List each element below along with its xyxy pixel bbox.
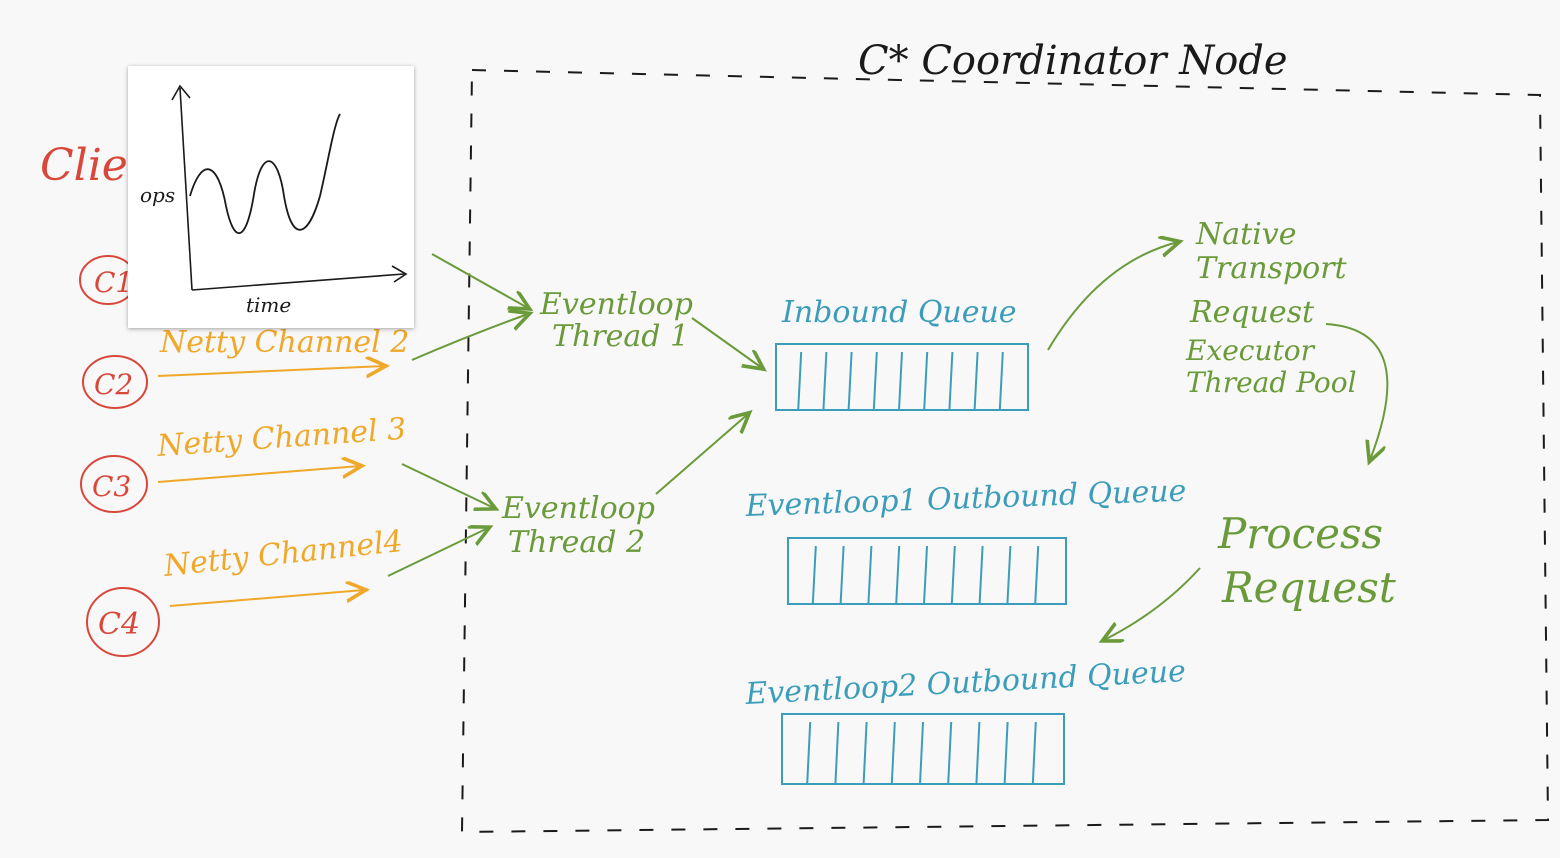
inbound-queue-slot xyxy=(847,351,853,411)
coordinator-title: C* Coordinator Node xyxy=(858,38,1288,84)
inset-ops-curve xyxy=(189,113,341,235)
outbound-queue-2-frame xyxy=(781,713,1065,785)
inbound-queue-slot xyxy=(898,351,903,411)
inset-x-axis xyxy=(191,273,405,291)
outbound-queue-1-slot xyxy=(839,545,845,605)
outbound-queue-2 xyxy=(781,713,1065,785)
client-c3-label: C3 xyxy=(92,470,131,503)
inset-chart-svg: ops time xyxy=(140,84,408,317)
outbound-queue-2-slot xyxy=(947,721,953,785)
process-line-2: Request xyxy=(1221,563,1396,612)
eventloop-2-line2: Thread 2 xyxy=(508,525,645,560)
inset-ylabel: ops xyxy=(140,183,175,207)
arrow-c3-to-eventloop2 xyxy=(401,463,494,508)
client-c1: C1 xyxy=(79,255,137,305)
inbound-queue-slot xyxy=(797,351,803,411)
inset-ops-chart: ops time xyxy=(128,66,414,328)
channel-4-label: Netty Channel4 xyxy=(161,524,404,584)
outbound-queue-1 xyxy=(787,537,1067,605)
client-c4: C4 xyxy=(86,587,160,657)
channel-2-arrow xyxy=(157,366,384,376)
coordinator-boundary xyxy=(460,68,1550,834)
arrow-executor-to-process xyxy=(1325,323,1389,460)
outbound-queue-2-slot xyxy=(1003,721,1009,785)
inbound-queue-label: Inbound Queue xyxy=(781,295,1017,330)
channel-3-label: Netty Channel 3 xyxy=(155,412,407,464)
client-c3: C3 xyxy=(80,455,148,513)
channel-2-label: Netty Channel 2 xyxy=(159,325,409,360)
executor-line-3: Request xyxy=(1189,295,1315,330)
outbound-queue-1-slot xyxy=(1006,545,1012,605)
inset-y-axis xyxy=(179,87,193,291)
inbound-queue-slot xyxy=(973,351,979,411)
outbound-queue-1-slot xyxy=(978,545,984,605)
outbound-queue-1-label: Eventloop1 Outbound Queue xyxy=(744,474,1187,524)
eventloop-1-line2: Thread 1 xyxy=(552,319,689,354)
inbound-queue-slot xyxy=(998,351,1004,411)
outbound-queue-1-slot xyxy=(1034,545,1040,605)
executor-line-1: Native xyxy=(1195,217,1297,252)
inset-xlabel: time xyxy=(246,293,291,317)
outbound-queue-2-slot xyxy=(890,721,896,785)
inbound-queue-slot xyxy=(923,351,929,411)
outbound-queue-1-slot xyxy=(867,545,873,605)
inbound-queue xyxy=(775,343,1029,411)
arrow-eventloop2-to-inbound xyxy=(655,414,748,495)
arrow-process-to-outbound xyxy=(1104,567,1201,640)
outbound-queue-1-slot xyxy=(895,545,901,605)
arrow-c2-to-eventloop1 xyxy=(411,314,528,361)
executor-line-2: Transport xyxy=(1196,251,1348,286)
client-c2-label: C2 xyxy=(94,368,133,401)
arrow-inbound-to-executor xyxy=(1047,242,1178,351)
client-c4-label: C4 xyxy=(98,607,140,642)
outbound-queue-2-label: Eventloop2 Outbound Queue xyxy=(744,654,1187,712)
executor-line-4: Executor xyxy=(1185,334,1316,367)
inbound-queue-slot xyxy=(822,351,828,411)
inbound-queue-slot xyxy=(872,351,878,411)
outbound-queue-1-slot xyxy=(923,545,928,605)
process-line-1: Process xyxy=(1217,509,1383,558)
outbound-queue-1-slot xyxy=(950,545,956,605)
client-c2: C2 xyxy=(82,355,148,409)
eventloop-1-line1: Eventloop xyxy=(539,287,693,322)
client-c1-label: C1 xyxy=(94,266,133,299)
outbound-queue-2-slot xyxy=(806,721,812,785)
outbound-queue-1-frame xyxy=(787,537,1067,605)
outbound-queue-2-slot xyxy=(862,721,868,785)
clients-label: Clie xyxy=(40,140,128,191)
arrow-c4-to-eventloop2 xyxy=(387,528,488,577)
outbound-queue-1-slot xyxy=(811,545,817,605)
eventloop-2-line1: Eventloop xyxy=(501,491,655,526)
outbound-queue-2-slot xyxy=(834,721,840,785)
arrow-c1-to-eventloop1 xyxy=(431,253,528,308)
inbound-queue-slot xyxy=(948,351,954,411)
channel-4-arrow xyxy=(169,590,364,607)
channel-3-arrow xyxy=(157,466,360,483)
outbound-queue-2-slot xyxy=(975,721,981,785)
outbound-queue-2-slot xyxy=(1031,721,1037,785)
inbound-queue-frame xyxy=(775,343,1029,411)
inset-x-arrowhead xyxy=(391,265,408,283)
executor-line-5: Thread Pool xyxy=(1186,366,1357,399)
outbound-queue-2-slot xyxy=(919,721,924,785)
inset-y-arrowhead xyxy=(171,84,191,101)
arrow-eventloop1-to-inbound xyxy=(691,317,762,368)
